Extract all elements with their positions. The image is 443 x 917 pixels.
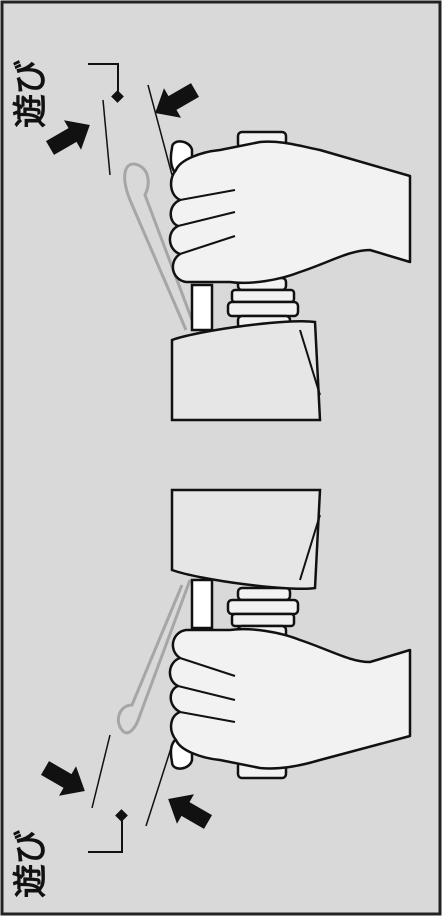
play-label-top: 遊び — [14, 60, 48, 128]
sleeve-top — [172, 321, 320, 420]
lever-bottom — [192, 580, 212, 628]
play-label-bottom: 遊び — [14, 830, 48, 898]
lever-top — [192, 285, 212, 330]
sleeve-bottom — [172, 490, 320, 589]
